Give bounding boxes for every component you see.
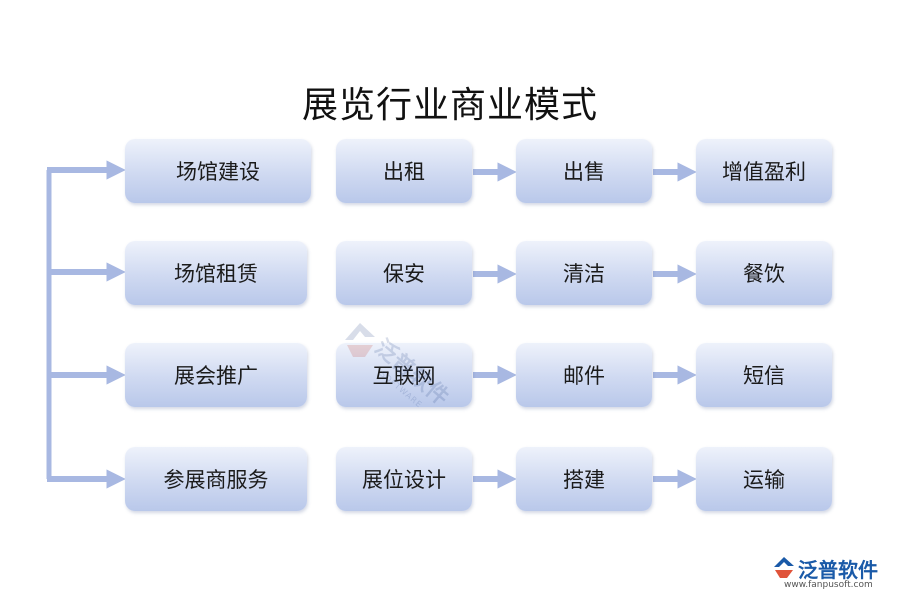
item-box-cleaning: 清洁 [516, 241, 652, 305]
item-box-rent: 出租 [336, 139, 472, 203]
item-box-catering: 餐饮 [696, 241, 832, 305]
brand-logo-icon [774, 557, 794, 578]
item-box-construction: 搭建 [516, 447, 652, 511]
item-box-transport: 运输 [696, 447, 832, 511]
item-box-sale: 出售 [516, 139, 652, 203]
category-box-venue-construction: 场馆建设 [125, 139, 311, 203]
item-box-email: 邮件 [516, 343, 652, 407]
brand-logo: 泛普软件 www.fanpusoft.com [770, 552, 895, 596]
category-box-exhibitor-services: 参展商服务 [125, 447, 307, 511]
item-box-internet: 互联网 [336, 343, 472, 407]
item-box-sms: 短信 [696, 343, 832, 407]
diagram-title: 展览行业商业模式 [301, 85, 598, 126]
category-box-venue-leasing: 场馆租赁 [125, 241, 307, 305]
brand-logo-name: 泛普软件 [798, 558, 878, 582]
item-box-security: 保安 [336, 241, 472, 305]
item-box-booth-design: 展位设计 [336, 447, 472, 511]
category-box-exhibition-promotion: 展会推广 [125, 343, 307, 407]
brand-logo-url: www.fanpusoft.com [784, 580, 873, 590]
item-box-value-added: 增值盈利 [696, 139, 832, 203]
